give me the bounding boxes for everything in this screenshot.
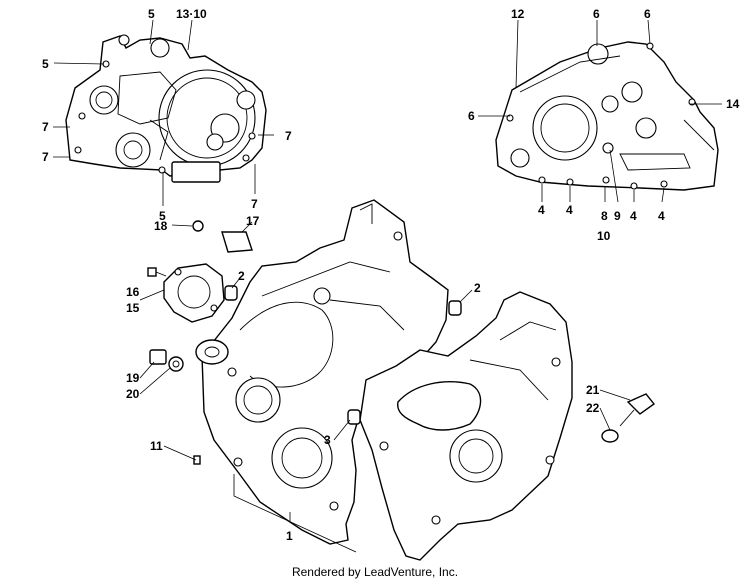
callout-22: 22 (586, 401, 600, 415)
callout-7: 7 (42, 120, 49, 134)
callout-13-10: 13·10 (176, 7, 207, 21)
dowel-pin-2b (448, 300, 462, 316)
bolt-16 (147, 267, 167, 277)
callout-5: 5 (148, 7, 155, 21)
callout-9: 9 (614, 209, 621, 223)
callout-11: 11 (150, 439, 163, 453)
leader-lines (53, 19, 722, 553)
callout-21: 21 (586, 383, 600, 397)
callout-7: 7 (42, 150, 49, 164)
crankcase-left-half (201, 199, 449, 545)
callout-5: 5 (159, 209, 166, 223)
callout-4: 4 (566, 203, 573, 217)
callout-6: 6 (644, 7, 651, 21)
washer-20 (168, 356, 184, 372)
callout-labels: 5 13·10 5 7 7 7 5 7 12 6 6 14 6 4 4 8 9 … (42, 7, 740, 543)
callout-10: 10 (597, 229, 611, 243)
callout-20: 20 (126, 387, 140, 401)
callout-4: 4 (658, 209, 665, 223)
crankcase-right-half (359, 291, 573, 561)
callout-6: 6 (593, 7, 600, 21)
o-ring-22 (601, 429, 619, 443)
callout-12: 12 (511, 7, 525, 21)
callout-17: 17 (246, 214, 260, 228)
render-credit: Rendered by LeadVenture, Inc. (291, 565, 459, 579)
oil-pump-cover (163, 263, 225, 323)
right-case-half-view (495, 41, 719, 191)
dipstick-21 (619, 393, 656, 427)
callout-14: 14 (726, 97, 740, 111)
callout-15: 15 (126, 301, 140, 315)
callout-7: 7 (285, 129, 292, 143)
dowel-pin-3 (347, 409, 361, 425)
callout-3: 3 (324, 433, 331, 447)
drain-plug-19 (149, 349, 167, 365)
tube-17 (221, 231, 253, 253)
left-case-half-view (65, 34, 267, 183)
callout-2: 2 (238, 269, 245, 283)
seal-plate (195, 339, 229, 365)
callout-4: 4 (630, 209, 637, 223)
callout-19: 19 (126, 371, 140, 385)
callout-4: 4 (538, 203, 545, 217)
callout-1: 1 (286, 529, 293, 543)
callout-2: 2 (474, 281, 481, 295)
callout-5: 5 (42, 57, 49, 71)
callout-16: 16 (126, 285, 140, 299)
bolt-11 (193, 455, 201, 465)
callout-8: 8 (601, 209, 608, 223)
bolt-18 (192, 220, 204, 232)
dowel-pin-2a (224, 285, 238, 301)
callout-7: 7 (251, 197, 258, 211)
callout-18: 18 (154, 219, 168, 233)
callout-6: 6 (468, 109, 475, 123)
